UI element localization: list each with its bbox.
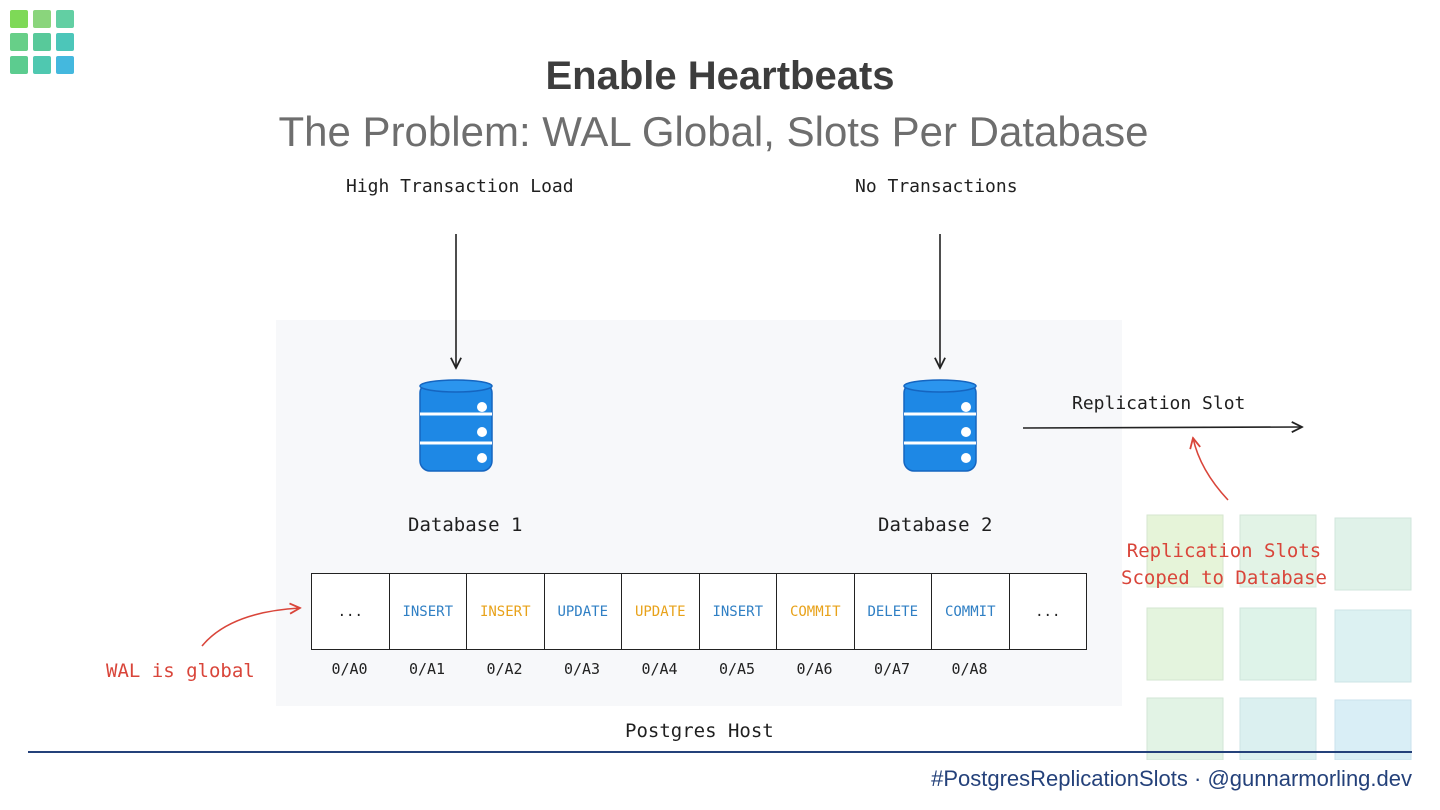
wal-entry: DELETE — [853, 573, 932, 650]
deco-square — [1334, 699, 1412, 760]
wal-address: 0/A1 — [408, 660, 446, 678]
logo-tile — [56, 10, 74, 28]
wal-entry: INSERT — [698, 573, 777, 650]
deco-square — [1334, 517, 1412, 591]
note-slots-line2: Scoped to Database — [1121, 567, 1327, 589]
logo-tile — [56, 33, 74, 51]
label-high-transaction-load: High Transaction Load — [346, 176, 574, 197]
wal-entry: ... — [311, 573, 390, 650]
wal-address: 0/A5 — [718, 660, 756, 678]
wal-address: 0/A2 — [486, 660, 523, 678]
deco-square — [1146, 697, 1224, 760]
note-wal-global: WAL is global — [106, 660, 255, 682]
wal-entry: ... — [1008, 573, 1087, 650]
wal-entry: INSERT — [388, 573, 467, 650]
deco-square — [1239, 607, 1317, 681]
deco-square — [1239, 514, 1317, 588]
wal-address: 0/A0 — [331, 660, 368, 678]
logo-tile — [10, 10, 28, 28]
footer-divider — [28, 751, 1412, 753]
wal-address: 0/A7 — [873, 660, 911, 678]
wal-entry: UPDATE — [543, 573, 622, 650]
logo — [10, 10, 74, 74]
slide-subtitle: The Problem: WAL Global, Slots Per Datab… — [278, 108, 1149, 155]
arrow-slots-note — [1193, 438, 1229, 501]
logo-tile — [33, 33, 51, 51]
wal-address: 0/A3 — [563, 660, 601, 678]
logo-tile — [33, 56, 51, 74]
label-postgres-host: Postgres Host — [625, 720, 774, 742]
label-database-2: Database 2 — [878, 514, 993, 536]
label-database-1: Database 1 — [408, 514, 523, 536]
wal-entry: COMMIT — [776, 573, 855, 650]
logo-tile — [10, 33, 28, 51]
decorative-squares — [1146, 514, 1412, 760]
logo-tile — [33, 10, 51, 28]
label-replication-slot: Replication Slot — [1072, 393, 1246, 414]
label-no-transactions: No Transactions — [855, 176, 1018, 197]
deco-square — [1239, 697, 1317, 760]
deco-square — [1334, 609, 1412, 683]
deco-square — [1146, 607, 1224, 681]
logo-tile — [56, 56, 74, 74]
wal-entry: INSERT — [466, 573, 545, 650]
slide-title: Enable Heartbeats — [545, 54, 895, 98]
wal-address: 0/A4 — [641, 660, 678, 678]
wal-address: 0/A8 — [951, 660, 988, 678]
note-slots-line1: Replication Slots — [1126, 540, 1322, 562]
logo-tile — [10, 56, 28, 74]
wal-address: 0/A6 — [796, 660, 833, 678]
note-slots-scoped: Replication Slots Scoped to Database — [1108, 538, 1340, 592]
footer-text: #PostgresReplicationSlots · @gunnarmorli… — [931, 766, 1412, 791]
wal-entry: COMMIT — [931, 573, 1010, 650]
deco-square — [1146, 514, 1224, 588]
wal-entry: UPDATE — [621, 573, 700, 650]
